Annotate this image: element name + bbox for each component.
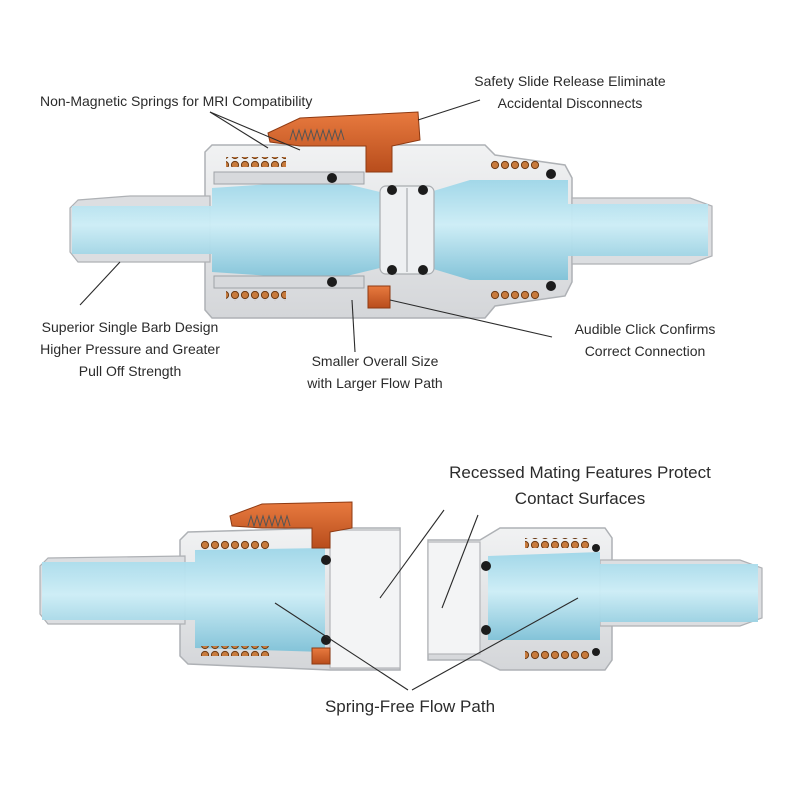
bottom-right-flow xyxy=(488,552,758,640)
label-smaller-size-line2: with Larger Flow Path xyxy=(307,375,443,391)
label-smaller-size-line1: Smaller Overall Size xyxy=(311,353,439,369)
top-latch-lower xyxy=(367,285,391,309)
bottom-left-connector xyxy=(39,501,401,671)
label-recessed-mating-line2: Contact Surfaces xyxy=(514,489,646,508)
top-inner-collar-upper xyxy=(213,171,365,185)
bottom-right-spring-upper xyxy=(525,538,590,548)
label-recessed-mating: Recessed Mating Features Protect Contact… xyxy=(440,460,720,512)
bottom-latch-spring xyxy=(247,514,291,528)
label-safety-slide-line1: Safety Slide Release Eliminate xyxy=(474,73,666,89)
label-smaller-size: Smaller Overall Size with Larger Flow Pa… xyxy=(290,350,460,394)
top-spring-left-lower xyxy=(226,291,286,301)
label-recessed-mating-line1: Recessed Mating Features Protect xyxy=(449,463,711,482)
label-single-barb-line3: Pull Off Strength xyxy=(78,363,182,379)
top-latch-spring xyxy=(289,128,345,142)
top-seals xyxy=(327,169,556,291)
top-spring-right-upper xyxy=(490,160,540,170)
top-leader-lines xyxy=(79,99,553,353)
label-non-magnetic-springs: Non-Magnetic Springs for MRI Compatibili… xyxy=(40,93,313,109)
top-spring-right-lower xyxy=(490,290,540,300)
bottom-safety-slide xyxy=(229,501,353,549)
bottom-right-spring-lower xyxy=(525,650,590,660)
bottom-leader-lines xyxy=(274,509,579,691)
bottom-latch-lower xyxy=(311,647,331,665)
label-audible-click: Audible Click Confirms Correct Connectio… xyxy=(545,318,745,362)
bottom-right-seals xyxy=(481,544,600,656)
bottom-left-face xyxy=(329,529,401,669)
top-inner-collar-lower xyxy=(213,275,365,289)
label-spring-free: Spring-Free Flow Path xyxy=(324,697,496,716)
label-audible-click-line1: Audible Click Confirms xyxy=(574,321,716,337)
top-safety-slide xyxy=(267,111,421,173)
bottom-left-flow xyxy=(42,548,325,652)
label-single-barb-line1: Superior Single Barb Design xyxy=(41,319,219,335)
bottom-left-seals xyxy=(321,555,331,645)
bottom-right-face xyxy=(427,541,481,655)
top-spring-left-upper xyxy=(226,157,286,167)
bottom-left-spring-upper xyxy=(200,540,270,550)
top-connector xyxy=(69,111,713,319)
label-audible-click-line2: Correct Connection xyxy=(584,343,706,359)
label-safety-slide: Safety Slide Release Eliminate Accidenta… xyxy=(450,70,690,114)
bottom-left-spring-lower xyxy=(200,646,270,656)
label-single-barb: Superior Single Barb Design Higher Press… xyxy=(10,316,250,382)
bottom-right-connector xyxy=(427,527,763,671)
label-safety-slide-line2: Accidental Disconnects xyxy=(497,95,643,111)
label-single-barb-line2: Higher Pressure and Greater xyxy=(40,341,220,357)
